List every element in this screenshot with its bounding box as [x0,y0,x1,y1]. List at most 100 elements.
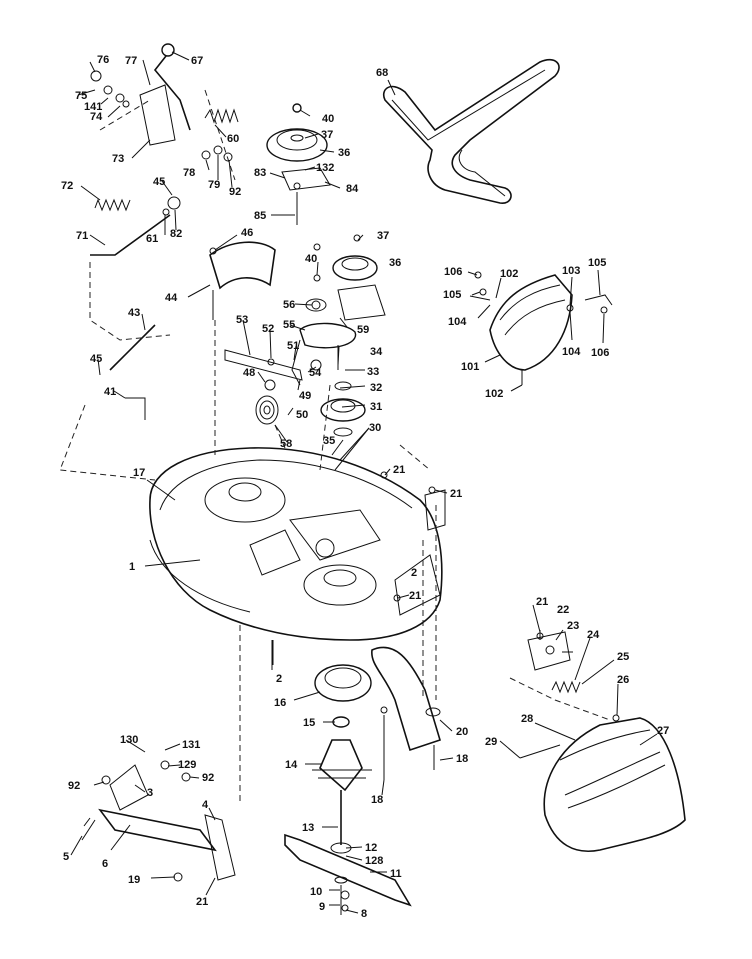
drawings [59,43,686,915]
part-label-17: 17 [133,467,145,479]
part-label-30: 30 [369,422,381,434]
part-label-79: 79 [208,179,220,191]
part-label-15: 15 [303,717,315,729]
part-label-44: 44 [165,292,178,304]
part-label-130: 130 [120,734,138,746]
part-label-76: 76 [97,54,109,66]
part-label-19: 19 [128,874,140,886]
idler-pulley-upper [266,103,331,225]
part-label-40: 40 [305,253,317,265]
part-label-75: 75 [75,90,87,102]
part-label-24: 24 [587,629,600,641]
part-label-129: 129 [178,759,196,771]
part-label-54: 54 [309,367,322,379]
part-label-85: 85 [254,210,266,222]
part-label-92: 92 [229,186,241,198]
part-label-55: 55 [283,319,295,331]
part-label-72: 72 [61,180,73,192]
part-label-20: 20 [456,726,468,738]
part-label-78: 78 [183,167,195,179]
part-label-105: 105 [588,257,606,269]
part-label-51: 51 [287,340,299,352]
part-label-105: 105 [443,289,461,301]
part-label-74: 74 [90,111,103,123]
part-label-12: 12 [365,842,377,854]
part-label-106: 106 [591,347,609,359]
part-label-33: 33 [367,366,379,378]
part-label-52: 52 [262,323,274,335]
part-label-29: 29 [485,736,497,748]
part-label-13: 13 [302,822,314,834]
part-label-49: 49 [299,390,311,402]
leader-lines [70,51,658,914]
link-rods [90,214,171,420]
part-label-45: 45 [90,353,102,365]
part-label-2: 2 [276,673,282,685]
part-label-37: 37 [321,129,333,141]
part-label-21: 21 [450,488,462,500]
part-label-2: 2 [411,567,417,579]
part-label-28: 28 [521,713,533,725]
part-label-92: 92 [202,772,214,784]
spindle-assembly [312,664,372,854]
part-label-56: 56 [283,299,295,311]
part-label-131: 131 [182,739,200,751]
rear-bracket [527,630,571,671]
part-label-53: 53 [236,314,248,326]
part-label-36: 36 [338,147,350,159]
part-label-21: 21 [536,596,548,608]
part-label-104: 104 [448,316,467,328]
part-label-23: 23 [567,620,579,632]
part-label-21: 21 [393,464,405,476]
part-label-21: 21 [409,590,421,602]
part-label-3: 3 [147,787,153,799]
part-label-61: 61 [146,233,158,245]
idler-arm [371,646,441,752]
part-label-77: 77 [125,55,137,67]
part-label-71: 71 [76,230,88,242]
part-label-18: 18 [371,794,383,806]
idler-pulley-lower [299,255,386,349]
part-label-41: 41 [104,386,116,398]
part-label-31: 31 [370,401,382,413]
part-label-27: 27 [657,725,669,737]
part-label-45: 45 [153,176,165,188]
center-pulley-stack [320,381,366,437]
belt-keeper [209,241,276,320]
reference-lines [59,89,611,805]
part-label-26: 26 [617,674,629,686]
part-label-46: 46 [241,227,253,239]
part-label-10: 10 [310,886,322,898]
deck-housing [149,447,443,641]
part-label-25: 25 [617,651,629,663]
front-hanger [81,764,236,881]
part-label-5: 5 [63,851,69,863]
part-label-18: 18 [456,753,468,765]
part-label-11: 11 [390,868,402,880]
part-label-21: 21 [196,896,208,908]
part-label-101: 101 [461,361,479,373]
part-label-9: 9 [319,901,325,913]
spring-25 [551,680,581,694]
part-label-37: 37 [377,230,389,242]
part-label-141: 141 [84,101,102,113]
part-label-103: 103 [562,265,580,277]
part-label-83: 83 [254,167,266,179]
belt-guard [543,717,686,852]
hardware-small [90,70,620,912]
part-label-102: 102 [485,388,503,400]
part-label-132: 132 [316,162,334,174]
part-label-4: 4 [202,799,209,811]
part-label-36: 36 [389,257,401,269]
part-label-6: 6 [102,858,108,870]
part-label-16: 16 [274,697,286,709]
discharge-deflector [489,274,573,371]
part-label-102: 102 [500,268,518,280]
part-label-48: 48 [243,367,255,379]
lift-handle [139,43,191,146]
mower-blade [284,833,412,915]
part-label-128: 128 [365,855,383,867]
part-labels: 1 2 2 3 4 5 6 8 9 10 11 12 13 14 15 16 1… [61,54,669,920]
part-label-22: 22 [557,604,569,616]
